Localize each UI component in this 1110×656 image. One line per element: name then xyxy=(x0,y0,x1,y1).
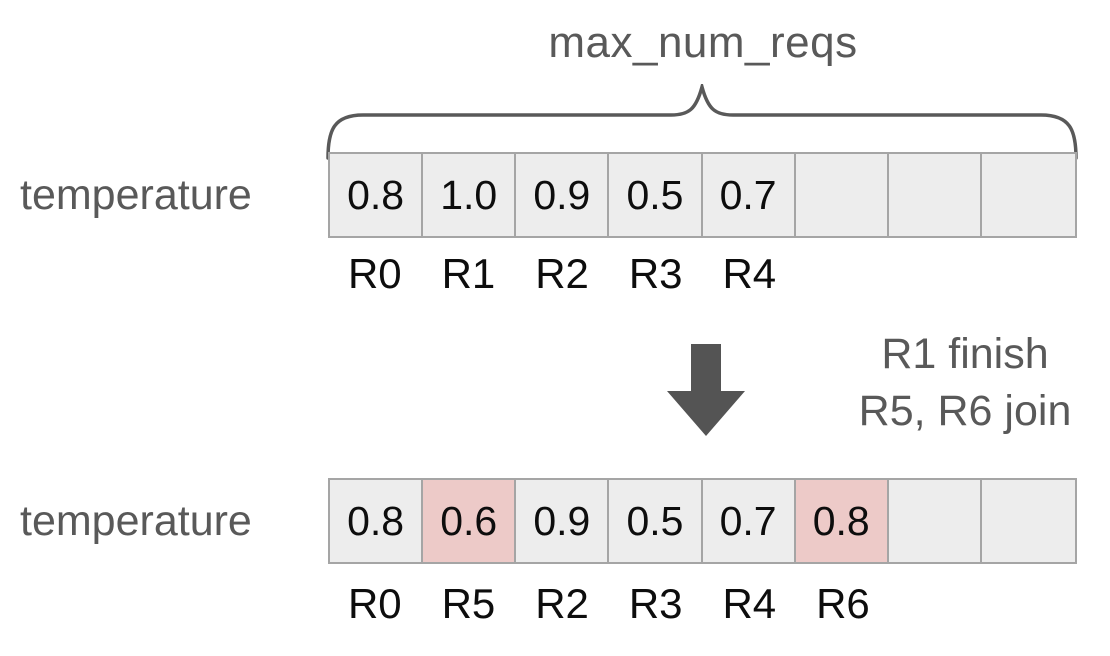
req-label: R2 xyxy=(535,580,589,627)
req-label: R3 xyxy=(628,580,683,627)
temperature-array-top: 0.8 1.0 0.9 0.5 0.7 xyxy=(328,152,1077,238)
req-label xyxy=(983,250,1077,298)
array-cell xyxy=(888,480,982,562)
req-label: R6 xyxy=(816,580,870,627)
req-label: R0 xyxy=(347,250,402,297)
req-label xyxy=(796,250,890,298)
down-arrow-icon xyxy=(667,344,745,436)
array-cell: 0.8 xyxy=(330,480,424,562)
transition-caption: R1 finish R5, R6 join xyxy=(835,326,1095,440)
array-cell xyxy=(981,480,1075,562)
req-label: R4 xyxy=(722,580,777,627)
array-cell: 0.8 xyxy=(330,154,424,236)
array-cell xyxy=(981,154,1075,236)
req-label: R4 xyxy=(722,250,777,297)
req-label: R1 xyxy=(441,250,496,297)
transition-line2: R5, R6 join xyxy=(858,386,1072,435)
temperature-label-top: temperature xyxy=(20,170,252,219)
array-cell: 0.7 xyxy=(702,154,796,236)
array-cell: 0.5 xyxy=(609,154,703,236)
array-cell xyxy=(888,154,982,236)
brace-icon xyxy=(326,84,1078,160)
req-label: R2 xyxy=(535,250,589,297)
transition-line1: R1 finish xyxy=(881,330,1049,378)
request-labels-bottom: R0 R5 R2 R3 R4 R6 xyxy=(328,580,1077,628)
array-cell: 0.5 xyxy=(609,480,703,562)
req-label xyxy=(890,250,984,298)
request-labels-top: R0 R1 R2 R3 R4 xyxy=(328,250,1077,298)
req-label xyxy=(890,580,984,628)
req-label: R0 xyxy=(347,580,402,627)
temperature-label-bottom: temperature xyxy=(20,496,252,545)
array-cell: 0.7 xyxy=(702,480,796,562)
array-cell: 0.9 xyxy=(516,480,610,562)
array-cell: 0.9 xyxy=(516,154,610,236)
array-cell: 0.6 xyxy=(423,480,517,562)
req-label xyxy=(983,580,1077,628)
req-label: R5 xyxy=(441,580,496,627)
array-cell xyxy=(795,154,889,236)
req-label: R3 xyxy=(628,250,683,297)
temperature-array-bottom: 0.8 0.6 0.9 0.5 0.7 0.8 xyxy=(328,478,1077,564)
array-cell: 0.8 xyxy=(795,480,889,562)
max-num-reqs-title: max_num_reqs xyxy=(548,18,858,67)
array-cell: 1.0 xyxy=(423,154,517,236)
